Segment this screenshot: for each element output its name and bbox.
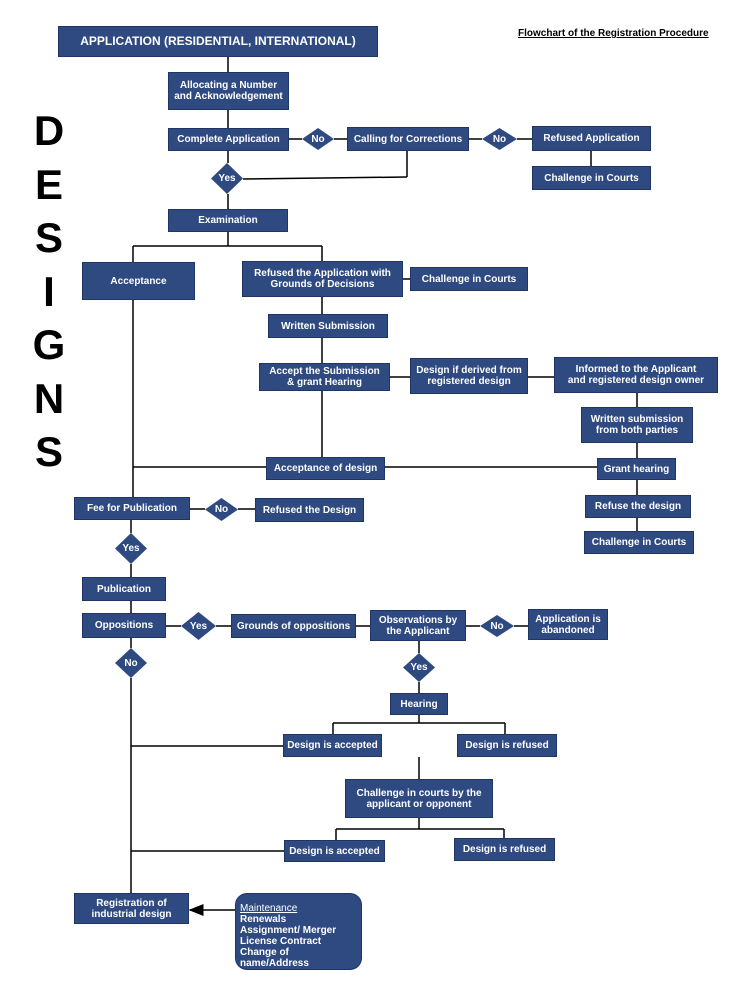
side-title: D E S I G N S — [28, 104, 70, 479]
decision-diamond: Yes — [211, 163, 243, 194]
written-submission-box: Written Submission — [268, 314, 388, 338]
diamond-shape — [482, 128, 517, 150]
diamond-shape — [403, 653, 435, 682]
decision-diamond: No — [115, 648, 147, 678]
decision-label: No — [490, 620, 504, 632]
decision-diamond: No — [482, 128, 517, 150]
side-title-letter: S — [34, 428, 63, 475]
grounds-of-oppositions-box: Grounds of oppositions — [231, 614, 356, 638]
calling-for-corrections-box: Calling for Corrections — [347, 127, 469, 151]
side-title-letter: E — [34, 160, 63, 208]
page-title: Flowchart of the Registration Procedure — [518, 28, 709, 39]
maintenance-item: Change of name/Address — [240, 947, 309, 969]
decision-diamond: No — [205, 498, 238, 521]
grant-hearing-box: Grant hearing — [597, 458, 676, 480]
decision-label: Yes — [410, 662, 428, 673]
maintenance-box: Maintenance Renewals Assignment/ Merger … — [235, 893, 362, 970]
hearing-box: Hearing — [390, 693, 448, 715]
complete-application-box: Complete Application — [168, 128, 289, 151]
side-title-letter: G — [32, 321, 66, 368]
fee-for-publication-box: Fee for Publication — [74, 497, 190, 520]
registration-box: Registration of industrial design — [74, 893, 189, 924]
side-title-letter: I — [43, 267, 55, 315]
application-box: APPLICATION (RESIDENTIAL, INTERNATIONAL) — [58, 26, 378, 57]
maintenance-item: Renewals — [240, 914, 287, 925]
maintenance-item: Assignment/ Merger — [240, 925, 337, 936]
design-refused-box: Design is refused — [454, 838, 555, 861]
diamond-shape — [205, 498, 238, 521]
decision-diamond: Yes — [403, 653, 435, 682]
decision-label: Yes — [189, 620, 208, 632]
decision-diamond: No — [480, 615, 514, 637]
decision-diamond: Yes — [115, 533, 147, 564]
maintenance-item: License Contract — [240, 936, 322, 947]
diamond-shape — [480, 615, 514, 637]
decision-label: No — [214, 504, 229, 515]
decision-label: Yes — [122, 543, 140, 554]
diamond-shape — [181, 612, 216, 640]
design-accepted-box: Design is accepted — [284, 840, 385, 862]
examination-box: Examination — [168, 209, 288, 232]
acceptance-box: Acceptance — [82, 262, 195, 300]
allocating-number-box: Allocating a Number and Acknowledgement — [168, 72, 289, 110]
side-title-letter: S — [34, 214, 63, 261]
design-refused-box: Design is refused — [457, 734, 557, 757]
challenge-in-courts-box: Challenge in Courts — [410, 267, 528, 291]
oppositions-box: Oppositions — [82, 613, 166, 638]
publication-box: Publication — [82, 577, 166, 601]
maintenance-header: Maintenance — [240, 903, 298, 914]
observations-box: Observations by the Applicant — [370, 610, 466, 641]
diamond-shape — [115, 533, 147, 564]
design-accepted-box: Design is accepted — [283, 734, 382, 757]
refuse-the-design-box: Refuse the design — [585, 495, 691, 518]
diamond-shape — [211, 163, 243, 194]
refused-with-grounds-box: Refused the Application with Grounds of … — [242, 261, 403, 297]
refused-the-design-box: Refused the Design — [255, 498, 364, 522]
side-title-letter: N — [33, 374, 65, 422]
application-abandoned-box: Application is abandoned — [528, 609, 608, 640]
decision-diamond: Yes — [181, 612, 216, 640]
design-derived-box: Design if derived from registered design — [410, 358, 528, 394]
diamond-shape — [302, 128, 334, 150]
challenge-in-courts-box: Challenge in Courts — [584, 531, 694, 554]
decision-label: No — [492, 133, 507, 145]
decision-label: No — [311, 133, 325, 145]
written-submission-both-box: Written submission from both parties — [581, 407, 693, 443]
informed-applicant-box: Informed to the Applicant and registered… — [554, 357, 718, 393]
connector — [242, 176, 408, 180]
decision-diamond: No — [302, 128, 334, 150]
side-title-letter: D — [33, 107, 65, 154]
challenge-by-applicant-box: Challenge in courts by the applicant or … — [345, 779, 493, 818]
refused-application-box: Refused Application — [532, 126, 651, 151]
challenge-in-courts-box: Challenge in Courts — [532, 166, 651, 190]
accept-submission-box: Accept the Submission & grant Hearing — [259, 363, 390, 391]
diamond-shape — [115, 648, 147, 678]
acceptance-of-design-box: Acceptance of design — [266, 457, 385, 480]
decision-label: No — [124, 657, 138, 669]
decision-label: Yes — [218, 173, 236, 184]
